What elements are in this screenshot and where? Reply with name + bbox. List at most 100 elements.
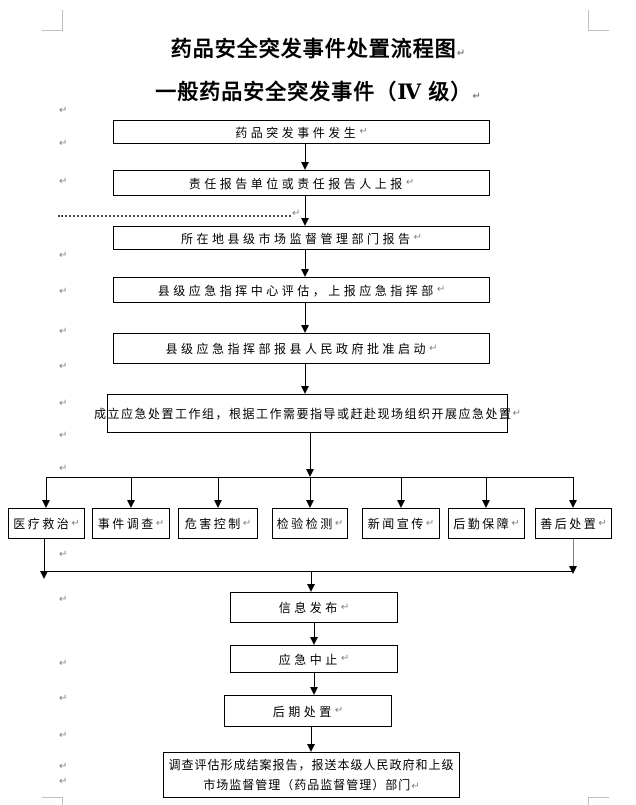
arrow-head xyxy=(301,218,309,226)
paragraph-mark: ↵ xyxy=(598,517,607,529)
connector-line xyxy=(305,303,306,325)
task-box-hazard-control: 危害控制↵ xyxy=(178,508,258,539)
flow-box-information-release: 信息发布↵ xyxy=(230,592,398,623)
flow-box-emergency-termination: 应急中止↵ xyxy=(230,645,398,673)
paragraph-mark: ↵ xyxy=(59,105,68,116)
arrow-head xyxy=(301,386,309,394)
paragraph-mark: ↵ xyxy=(59,286,68,297)
connector-line xyxy=(573,477,574,500)
paragraph-mark: ↵ xyxy=(472,91,481,102)
arrow-head xyxy=(306,469,314,477)
connector-line xyxy=(305,144,306,162)
flow-box-post-disposal: 后期处置↵ xyxy=(224,695,392,727)
arrow-head xyxy=(397,500,405,508)
paragraph-mark: ↵ xyxy=(59,693,68,704)
arrow-head xyxy=(307,584,315,592)
connector-line xyxy=(305,196,306,218)
paragraph-mark: ↵ xyxy=(59,658,68,669)
flow-box-incident-occurs: 药品突发事件发生↵ xyxy=(113,120,490,144)
paragraph-mark: ↵ xyxy=(59,463,68,474)
task-box-inspection-testing: 检验检测↵ xyxy=(272,508,348,539)
connector-line xyxy=(310,433,311,469)
paragraph-mark: ↵ xyxy=(59,398,68,409)
paragraph-mark: ↵ xyxy=(512,407,521,419)
paragraph-mark: ↵ xyxy=(511,517,520,529)
arrow-head xyxy=(569,500,577,508)
flow-box-government-approval: 县级应急指挥部报县人民政府批准启动↵ xyxy=(113,333,490,364)
paragraph-mark: ↵ xyxy=(242,517,252,529)
boundary-mark-bottom-right xyxy=(588,797,589,805)
flow-box-final-report: 调查评估形成结案报告，报送本级人民政府和上级 市场监督管理（药品监督管理）部门↵ xyxy=(163,752,460,798)
paragraph-mark: ↵ xyxy=(405,177,415,188)
paragraph-mark: ↵ xyxy=(59,761,68,772)
boundary-mark-bottom-right xyxy=(588,797,609,798)
final-report-line1: 调查评估形成结案报告，报送本级人民政府和上级 xyxy=(168,758,455,772)
connector-line xyxy=(311,571,312,584)
arrow-head xyxy=(310,637,318,645)
connector-line xyxy=(131,477,132,500)
task-box-incident-investigation: 事件调查↵ xyxy=(92,508,170,539)
flow-box-responsible-reporter: 责任报告单位或责任报告人上报↵ xyxy=(113,170,490,196)
paragraph-mark: ↵ xyxy=(456,48,466,59)
connector-line xyxy=(401,477,402,500)
boundary-mark-top-left xyxy=(62,10,63,31)
paragraph-mark: ↵ xyxy=(334,705,344,716)
paragraph-mark: ↵ xyxy=(59,326,68,337)
paragraph-mark: ↵ xyxy=(413,232,422,243)
connector-line xyxy=(311,727,312,744)
arrow-head xyxy=(301,325,309,333)
paragraph-mark: ↵ xyxy=(436,284,446,295)
arrow-head xyxy=(40,571,48,579)
paragraph-mark: ↵ xyxy=(59,776,68,787)
paragraph-mark: ↵ xyxy=(59,549,68,560)
task-box-aftermath-disposal: 善后处置↵ xyxy=(535,508,612,539)
paragraph-mark: ↵ xyxy=(334,517,344,529)
connector-line xyxy=(305,364,306,386)
paragraph-mark: ↵ xyxy=(425,517,435,529)
paragraph-mark: ↵ xyxy=(59,361,68,372)
paragraph-mark: ↵ xyxy=(59,730,68,741)
boundary-mark-bottom-left xyxy=(42,797,63,798)
boundary-mark-top-right xyxy=(588,30,609,31)
paragraph-mark: ↵ xyxy=(340,653,350,664)
paragraph-mark: ↵ xyxy=(340,601,350,613)
boundary-mark-bottom-left xyxy=(62,797,63,805)
paragraph-mark: ↵ xyxy=(59,138,68,149)
paragraph-mark: ↵ xyxy=(59,176,68,187)
flow-box-workgroup-setup: 成立应急处置工作组，根据工作需要指导或赶赴现场组织开展应急处置↵ xyxy=(94,394,521,433)
paragraph-mark: ↵ xyxy=(155,517,165,529)
paragraph-mark: ↵ xyxy=(59,430,68,441)
final-report-line2: 市场监督管理（药品监督管理）部门↵ xyxy=(203,778,420,792)
page-title-line2: 一般药品安全突发事件（Ⅳ 级）↵ xyxy=(155,80,481,104)
paragraph-mark: ↵ xyxy=(359,126,368,137)
arrow-head xyxy=(310,687,318,695)
connector-line xyxy=(305,250,306,269)
connector-line xyxy=(218,477,219,500)
connector-line xyxy=(46,477,47,500)
connector-line xyxy=(486,477,487,500)
flow-box-market-supervision-report: 所在地县级市场监督管理部门报告↵ xyxy=(113,226,490,250)
task-box-medical-treatment: 医疗救治↵ xyxy=(8,508,85,539)
connector-line xyxy=(314,623,315,637)
paragraph-mark: ↵ xyxy=(71,517,80,529)
arrow-head xyxy=(42,500,50,508)
arrow-head xyxy=(214,500,222,508)
collector-line xyxy=(44,571,573,572)
connector-line xyxy=(573,539,574,566)
connector-line xyxy=(314,673,315,687)
task-box-logistics-support: 后勤保障↵ xyxy=(448,508,525,539)
paragraph-mark: ↵ xyxy=(59,594,68,605)
flow-box-command-center-assess: 县级应急指挥中心评估，上报应急指挥部↵ xyxy=(113,277,490,303)
dotted-separator xyxy=(58,215,291,217)
arrow-head xyxy=(482,500,490,508)
connector-line xyxy=(310,477,311,500)
boundary-mark-top-right xyxy=(588,10,589,31)
connector-line xyxy=(44,539,45,571)
arrow-head xyxy=(307,744,315,752)
arrow-head xyxy=(569,566,577,574)
paragraph-mark: ↵ xyxy=(429,342,438,354)
task-box-news-publicity: 新闻宣传↵ xyxy=(362,508,440,539)
paragraph-mark: ↵ xyxy=(292,208,301,219)
arrow-head xyxy=(127,500,135,508)
